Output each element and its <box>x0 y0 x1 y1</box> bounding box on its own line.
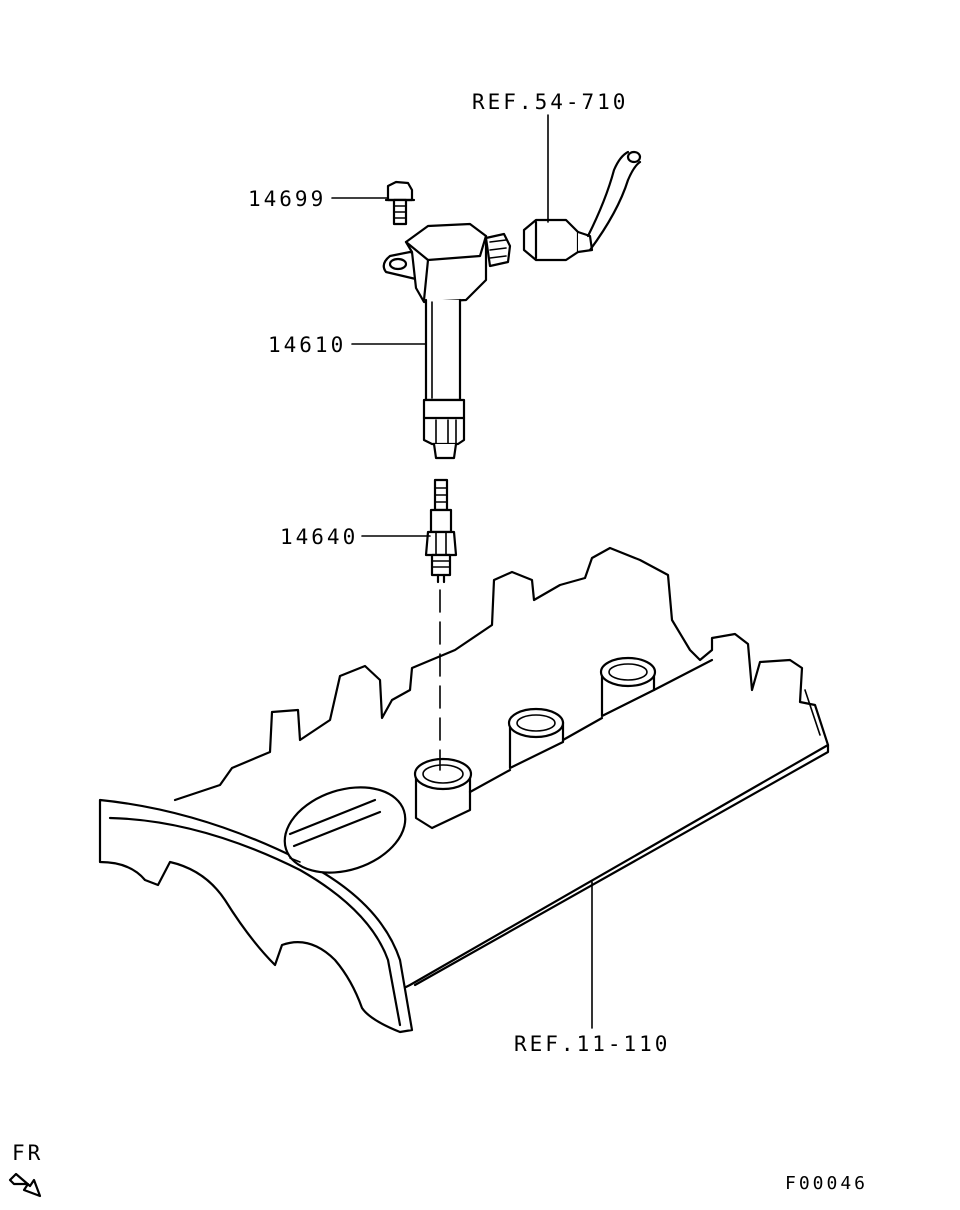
valve-cover <box>98 546 830 1034</box>
part-label-bolt: 14699 <box>248 187 327 211</box>
front-direction-arrow <box>8 1172 42 1198</box>
ignition-coil <box>382 222 512 460</box>
harness-connector <box>522 150 642 262</box>
coil-bolt <box>384 180 416 226</box>
part-label-plug: 14640 <box>280 525 359 549</box>
plug-well-3 <box>599 656 657 718</box>
figure-id: F00046 <box>785 1173 869 1194</box>
front-label: FR <box>12 1141 44 1165</box>
plug-well-2 <box>507 707 565 770</box>
part-label-coil: 14610 <box>268 333 347 357</box>
ref-label-harness: REF.54-710 <box>472 90 629 114</box>
spark-plug <box>424 478 458 584</box>
ref-label-cover: REF.11-110 <box>514 1032 671 1056</box>
plug-well-1 <box>413 757 473 830</box>
